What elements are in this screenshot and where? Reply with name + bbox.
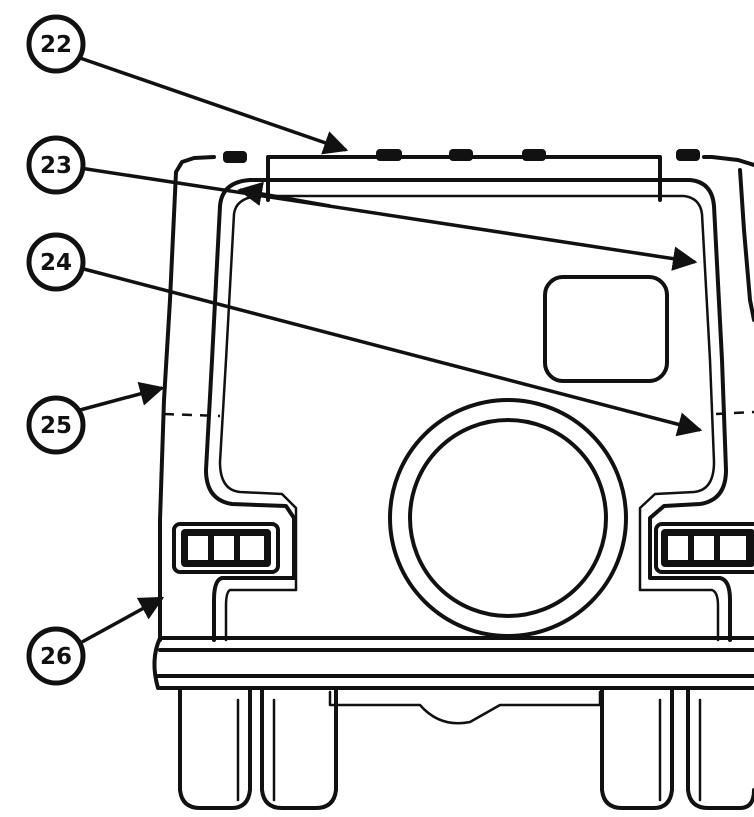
leader-24 [79, 266, 703, 437]
leader-23-branch [237, 181, 331, 208]
callout-circle [26, 232, 86, 292]
vehicle-body [152, 149, 754, 810]
callout-24: 24 [26, 232, 86, 292]
leader-25 [79, 381, 165, 412]
callout-22: 22 [26, 14, 86, 74]
callout-circle [26, 395, 86, 455]
callout-circle [26, 626, 86, 686]
leader-23 [79, 166, 698, 271]
callout-label: 26 [40, 644, 72, 670]
callout-label: 25 [40, 413, 72, 439]
callout-circle [26, 135, 86, 195]
leader-22 [79, 56, 349, 155]
callout-25: 25 [26, 395, 86, 455]
leader-26 [81, 596, 165, 644]
callout-label: 23 [40, 153, 72, 179]
callout-26: 26 [26, 626, 86, 686]
leader-lines [79, 56, 703, 644]
callout-label: 24 [40, 250, 72, 276]
callout-circle [26, 14, 86, 74]
callout-23: 23 [26, 135, 86, 195]
callout-label: 22 [40, 32, 72, 58]
